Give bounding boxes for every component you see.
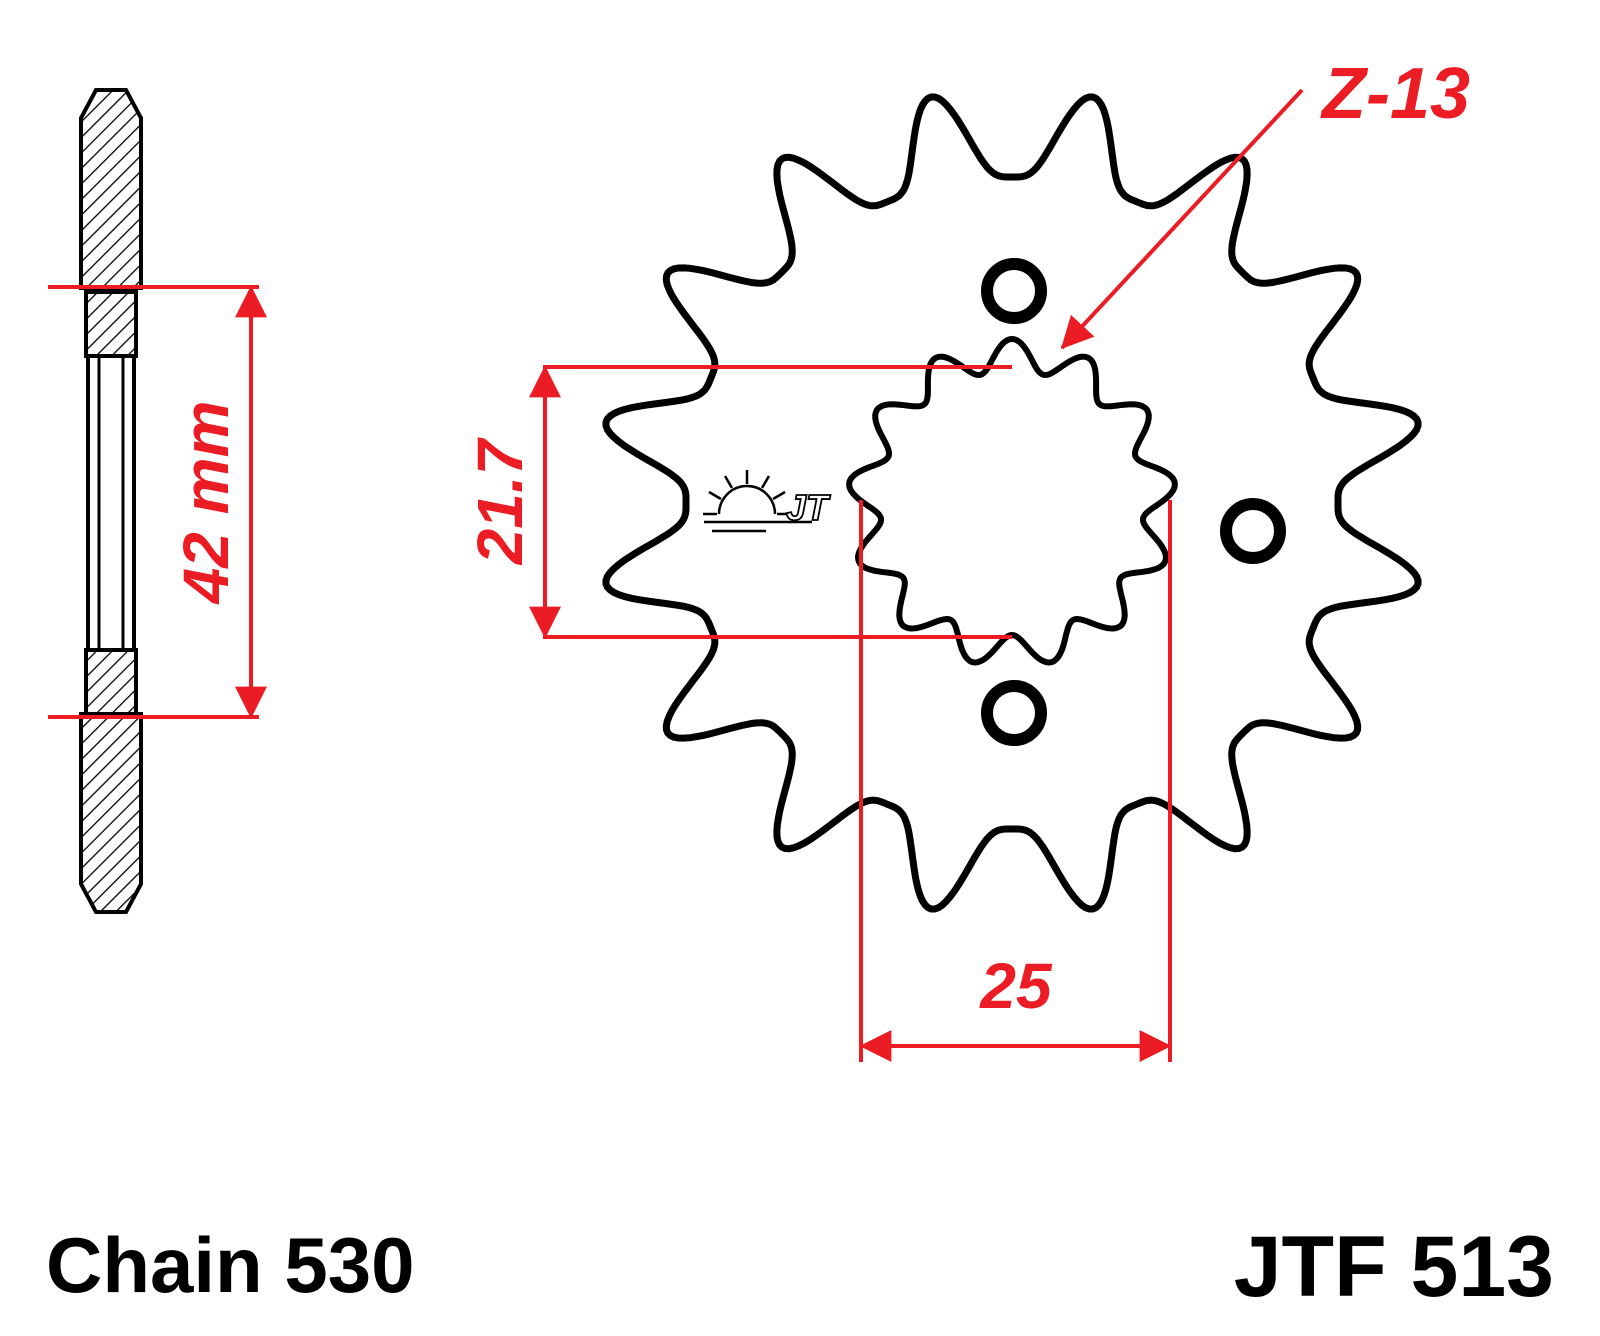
side-view-hub-outline (86, 354, 136, 652)
jt-logo-text: JT (786, 487, 831, 528)
sprocket-front-view: JT (602, 93, 1422, 913)
lightening-hole-top (981, 258, 1047, 324)
side-view-lower-hub-band (84, 648, 138, 716)
sprocket-teeth-outline (602, 93, 1422, 913)
jt-logo-sun-rays-icon (703, 470, 791, 516)
dim-21-7-label: 21.7 (464, 436, 536, 565)
jt-logo: JT (703, 470, 832, 533)
lightening-hole-right (1220, 498, 1286, 564)
z13-label: Z-13 (1320, 54, 1470, 134)
dimension-annotations: 21.7 25 42 mm Z-13 (48, 54, 1470, 1062)
part-number-label: JTF 513 (1234, 1219, 1554, 1315)
z13-leader-line (1060, 88, 1304, 350)
chain-size-label: Chain 530 (46, 1221, 414, 1309)
jt-logo-sun-arc-icon (717, 484, 777, 515)
dimension-spline-inner: 21.7 (464, 365, 1012, 639)
dimension-hub-diameter: 42 mm (48, 285, 267, 719)
dimension-spline-outer: 25 (859, 500, 1172, 1062)
side-view-upper-hub-band (84, 290, 138, 358)
dim-42-label: 42 mm (170, 401, 242, 606)
lightening-hole-bottom (981, 680, 1047, 746)
side-view-bottom-tooth-section (79, 712, 143, 914)
spline-bore-outline (846, 335, 1178, 666)
sprocket-side-view (79, 88, 143, 914)
side-view-top-tooth-section (79, 88, 143, 290)
dim-25-label: 25 (979, 950, 1053, 1022)
callout-teeth-count: Z-13 (1060, 54, 1470, 350)
